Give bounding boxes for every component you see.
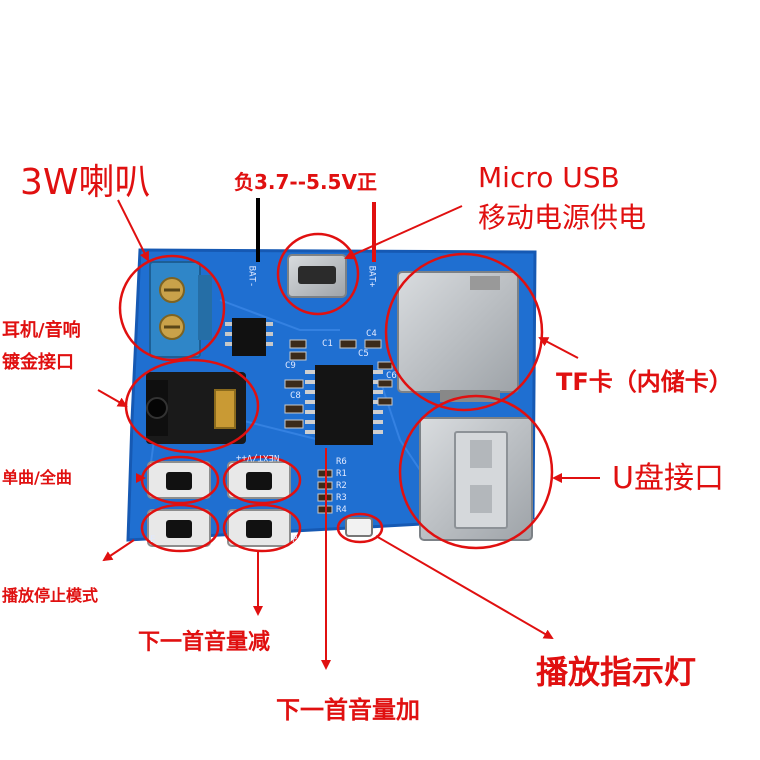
- silk-next-vol: NEXT/V++: [236, 452, 280, 462]
- label-next-vol-down: 下一首音量减: [138, 630, 271, 655]
- button-play-stop: [147, 509, 211, 547]
- silk-bat-plus: BAT+: [366, 265, 377, 288]
- label-tf-card: TF卡（内储卡）: [556, 368, 733, 396]
- silk-r1: R1: [336, 469, 347, 479]
- label-usb-line1: Micro USB: [478, 161, 620, 194]
- label-earphone-line1: 耳机/音响: [2, 320, 81, 341]
- silk-r6: R6: [336, 457, 347, 467]
- play-indicator-led: [345, 517, 373, 537]
- label-play-indicator: 播放指示灯: [536, 653, 697, 691]
- silk-p: P: [292, 535, 298, 545]
- label-speaker: 3W喇叭: [20, 162, 151, 203]
- silk-c9: C9: [285, 361, 296, 371]
- micro-usb-port: [287, 254, 347, 298]
- circle-btn-next-up: [222, 503, 302, 553]
- circle-speaker-terminal: [118, 254, 226, 362]
- label-u-disk: U盘接口: [612, 461, 724, 496]
- circle-btn-next-down: [222, 455, 302, 505]
- silk-c8: C8: [290, 391, 301, 401]
- button-next-vol-down: [227, 461, 291, 499]
- annotation-arrows: [97, 199, 600, 670]
- circle-micro-usb: [276, 232, 360, 316]
- label-earphone-line2: 镀金接口: [2, 352, 74, 373]
- arrow-led: [375, 535, 554, 640]
- arrow-speaker: [117, 199, 149, 262]
- tf-card-slot: [397, 271, 519, 402]
- circle-tf-card: [384, 252, 544, 412]
- tactile-buttons: [147, 461, 291, 547]
- circle-btn-play-stop: [140, 503, 220, 553]
- label-usb-line2: 移动电源供电: [478, 201, 647, 234]
- speaker-terminal-block: [149, 261, 212, 358]
- silk-c5: C5: [358, 349, 369, 359]
- silk-r2: R2: [336, 481, 347, 491]
- silk-c6: C6: [386, 371, 397, 381]
- silk-r4: R4: [336, 505, 347, 515]
- pcb-board-edge: [126, 248, 537, 542]
- arrow-play-stop: [102, 539, 135, 562]
- amplifier-chip: [232, 318, 266, 356]
- circle-led: [336, 512, 384, 544]
- label-play-stop-mode: 播放停止模式: [2, 586, 99, 605]
- silk-c1: C1: [322, 339, 333, 349]
- arrow-tf: [538, 337, 579, 359]
- audio-jack: [146, 372, 246, 444]
- silk-c4: C4: [366, 329, 377, 339]
- button-single-all: [147, 461, 211, 499]
- main-decoder-chip: [315, 365, 373, 445]
- silk-r3: R3: [336, 493, 347, 503]
- arrow-usb: [344, 205, 463, 260]
- amplifier-chip-pins: [225, 322, 273, 346]
- label-next-vol-up: 下一首音量加: [276, 696, 420, 724]
- circle-usb-port: [398, 394, 554, 550]
- label-single-all: 单曲/全曲: [2, 468, 72, 487]
- silk-bat-minus: BAT-: [246, 265, 257, 288]
- usb-a-port: [419, 417, 533, 541]
- button-next-vol-up: [227, 509, 291, 547]
- label-power: 负3.7--5.5V正: [234, 170, 377, 194]
- annotation-circles: [118, 232, 554, 553]
- arrow-earphone: [97, 389, 128, 407]
- silk-e: E: [150, 535, 156, 545]
